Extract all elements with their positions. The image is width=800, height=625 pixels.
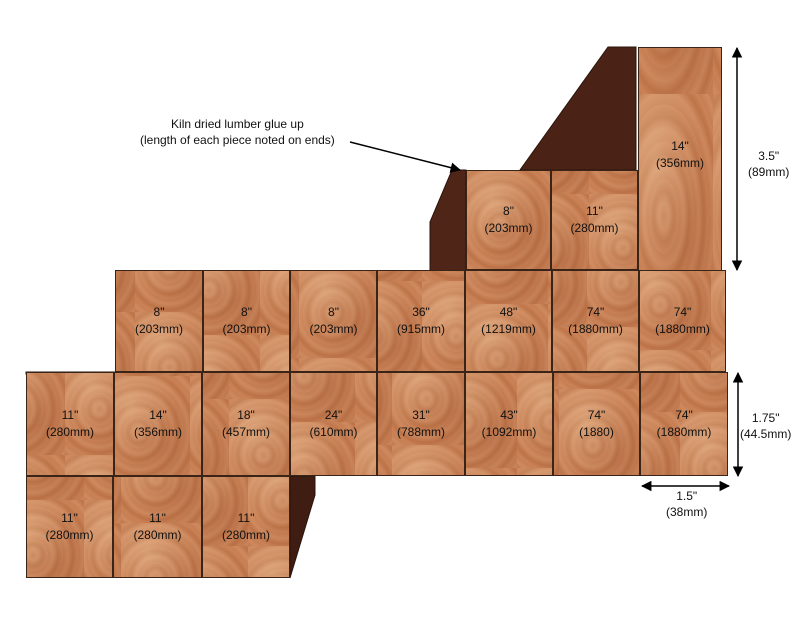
- lumber-block: 11" (280mm): [26, 372, 114, 476]
- annotation-label: Kiln dried lumber glue up (length of eac…: [140, 116, 335, 148]
- block-length-metric: (1880mm): [568, 322, 623, 336]
- annotation-arrow: [349, 141, 462, 173]
- block-length-imperial: 8": [503, 204, 514, 218]
- block-length-imperial: 14": [149, 408, 167, 422]
- block-length-imperial: 36": [412, 305, 430, 319]
- block-length-metric: (280mm): [570, 221, 619, 235]
- lumber-block: 11" (280mm): [113, 476, 202, 578]
- block-length-metric: (1092mm): [481, 425, 537, 439]
- block-length-metric: (280mm): [133, 528, 182, 542]
- lumber-block: 18" (457mm): [202, 372, 290, 476]
- block-length-imperial: 74": [587, 408, 606, 422]
- block-length-imperial: 74": [675, 408, 693, 422]
- block-length-imperial: 11": [586, 204, 603, 218]
- block-length-metric: (915mm): [396, 322, 445, 336]
- dimension-col-width: 1.5" (38mm): [666, 488, 707, 520]
- block-length-metric: (356mm): [655, 156, 704, 170]
- lumber-block: 24" (610mm): [290, 372, 377, 476]
- lumber-block: 8" (203mm): [466, 170, 551, 270]
- lumber-block: 8" (203mm): [203, 270, 290, 372]
- block-length-metric: (457mm): [221, 425, 270, 439]
- lumber-block: 74" (1880mm): [639, 270, 726, 372]
- annotation-line-2: (length of each piece noted on ends): [140, 133, 335, 147]
- lumber-block: 48" (1219mm): [465, 270, 552, 372]
- lumber-block: 36" (915mm): [377, 270, 465, 372]
- dimension-metric: (89mm): [748, 165, 790, 179]
- block-length-imperial: 11": [237, 511, 255, 525]
- block-length-metric: (1880): [579, 425, 614, 439]
- lumber-block: 11" (280mm): [26, 476, 113, 578]
- block-length-imperial: 31": [412, 408, 430, 422]
- block-length-imperial: 8": [328, 305, 339, 319]
- block-length-imperial: 14": [671, 139, 689, 153]
- annotation-line-1: Kiln dried lumber glue up: [171, 117, 304, 131]
- dimension-value: 1.75": [751, 411, 780, 425]
- lumber-block: 74" (1880mm): [640, 372, 728, 476]
- lumber-block: 14" (356mm): [638, 47, 722, 271]
- dimension-metric: (38mm): [666, 505, 708, 519]
- block-length-metric: (1219mm): [481, 322, 536, 336]
- block-length-imperial: 8": [153, 305, 165, 319]
- block-length-imperial: 48": [499, 305, 518, 319]
- lumber-block: 31" (788mm): [377, 372, 465, 476]
- lumber-block: 11" (280mm): [202, 476, 290, 578]
- block-length-imperial: 74": [586, 305, 605, 319]
- block-length-metric: (1880mm): [656, 425, 712, 439]
- block-length-imperial: 74": [673, 305, 692, 319]
- dimension-row-height: 1.75" (44.5mm): [740, 410, 791, 442]
- block-length-metric: (280mm): [45, 528, 94, 542]
- block-length-imperial: 11": [61, 408, 79, 422]
- lumber-block: 74" (1880): [553, 372, 640, 476]
- block-length-imperial: 18": [237, 408, 255, 422]
- dimension-value: 1.5": [676, 489, 698, 503]
- block-length-imperial: 11": [149, 511, 166, 525]
- block-length-imperial: 24": [324, 408, 343, 422]
- lumber-block: 8" (203mm): [290, 270, 377, 372]
- block-length-metric: (788mm): [396, 425, 445, 439]
- lumber-block: 74" (1880mm): [552, 270, 639, 372]
- block-length-metric: (1880mm): [655, 322, 710, 336]
- dimension-value: 3.5": [758, 149, 780, 163]
- lumber-block: 43" (1092mm): [465, 372, 553, 476]
- block-length-metric: (203mm): [484, 221, 533, 235]
- block-length-metric: (280mm): [45, 425, 94, 439]
- dimension-metric: (44.5mm): [740, 427, 792, 441]
- block-length-imperial: 43": [500, 408, 518, 422]
- block-length-metric: (203mm): [222, 322, 271, 336]
- block-length-metric: (203mm): [309, 322, 358, 336]
- dimension-top-height: 3.5" (89mm): [748, 148, 789, 180]
- block-length-imperial: 8": [241, 305, 252, 319]
- block-length-metric: (203mm): [134, 322, 183, 336]
- block-length-imperial: 11": [61, 511, 78, 525]
- lumber-block: 8" (203mm): [115, 270, 203, 372]
- lumber-block: 14" (356mm): [114, 372, 202, 476]
- block-length-metric: (356mm): [133, 425, 182, 439]
- block-length-metric: (610mm): [309, 425, 358, 439]
- lumber-block: 11" (280mm): [551, 170, 638, 270]
- block-length-metric: (280mm): [221, 528, 270, 542]
